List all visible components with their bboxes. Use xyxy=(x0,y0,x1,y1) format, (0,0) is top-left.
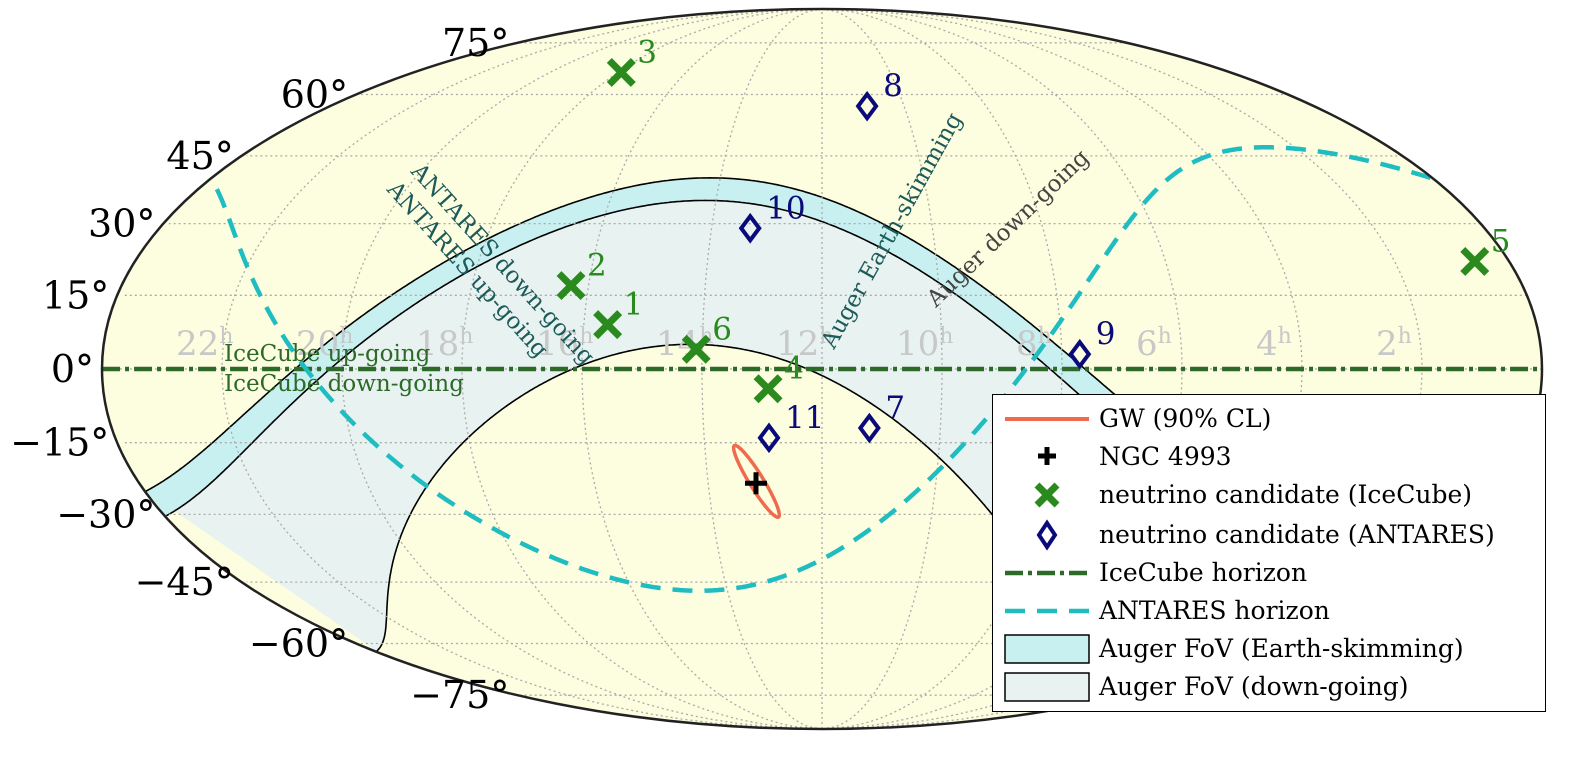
icecube-candidate-3 xyxy=(606,57,636,87)
legend-handle-antares xyxy=(1036,519,1058,551)
icecube-candidate-label: 2 xyxy=(587,248,607,284)
antares-candidate-label: 10 xyxy=(766,190,805,226)
dec-tick-label: −60° xyxy=(249,621,348,665)
dec-tick-label: 60° xyxy=(281,73,348,117)
legend-label-icecube: neutrino candidate (IceCube) xyxy=(1099,480,1472,509)
sky-border xyxy=(100,7,1544,731)
antares-candidate-9 xyxy=(1068,338,1092,370)
dec-tick-label: −45° xyxy=(135,560,234,604)
legend-handle-auger-es xyxy=(1004,634,1090,664)
markers-layer: 12 3 4 5 6 7 8 9 10 11 xyxy=(556,34,1511,520)
antares-candidate-10 xyxy=(738,212,762,244)
antares-candidate-label: 7 xyxy=(885,390,905,426)
antares-horizon xyxy=(209,145,1432,593)
ra-gridline xyxy=(581,9,823,729)
ra-gridline xyxy=(821,9,1063,729)
legend-handle-ngc xyxy=(1038,447,1056,465)
icecube-candidate-label: 5 xyxy=(1491,223,1511,259)
dec-tick-label: −30° xyxy=(56,492,155,536)
legend-label-auger-es: Auger FoV (Earth-skimming) xyxy=(1098,634,1464,663)
icecube-candidate-4 xyxy=(753,374,783,404)
legend-label-antares: neutrino candidate (ANTARES) xyxy=(1099,520,1495,549)
dec-tick-labels: 75° 60° 45°30° 15° 0° −15° −30° −45° −60° −75° xyxy=(10,21,509,717)
icecube-candidate-label: 1 xyxy=(624,287,644,323)
legend-handle-auger-dg xyxy=(1004,672,1090,702)
legend-label-icecube-horizon: IceCube horizon xyxy=(1099,558,1307,587)
icecube-candidate-2 xyxy=(556,271,586,301)
dec-tick-label: 75° xyxy=(442,21,509,65)
dec-tick-label: 15° xyxy=(42,273,109,317)
dec-tick-label: −75° xyxy=(410,673,509,717)
dec-tick-label: 45° xyxy=(166,134,233,178)
legend: GW (90% CL) NGC 4993 neutrino candidate … xyxy=(992,394,1546,712)
icecube-up-label: IceCube up-going xyxy=(224,341,431,367)
antares-candidate-label: 9 xyxy=(1096,316,1116,352)
antares-candidate-label: 8 xyxy=(883,68,903,104)
antares-candidate-7 xyxy=(857,412,881,444)
icecube-candidate-5 xyxy=(1460,246,1490,276)
ngc4993-marker xyxy=(744,472,767,495)
legend-handle-icecube xyxy=(1034,482,1060,508)
antares-candidate-8 xyxy=(855,90,879,122)
legend-label-antares-horizon: ANTARES horizon xyxy=(1098,596,1330,625)
dec-tick-label: −15° xyxy=(10,421,109,465)
horizon-lines xyxy=(102,145,1542,593)
antares-candidate-11 xyxy=(757,422,781,454)
icecube-candidate-1 xyxy=(593,310,623,340)
dec-tick-label: 30° xyxy=(88,202,155,246)
antares-candidate-label: 11 xyxy=(785,400,824,436)
ra-gridline xyxy=(341,9,823,729)
dec-tick-label: 0° xyxy=(51,347,94,391)
legend-label-ngc: NGC 4993 xyxy=(1099,442,1232,471)
legend-label-gw: GW (90% CL) xyxy=(1099,404,1271,433)
icecube-down-label: IceCube down-going xyxy=(224,371,464,397)
icecube-candidate-label: 6 xyxy=(712,311,732,347)
legend-label-auger-dg: Auger FoV (down-going) xyxy=(1098,672,1409,701)
icecube-candidate-label: 3 xyxy=(637,34,657,70)
icecube-candidate-6 xyxy=(681,334,711,364)
icecube-candidate-label: 4 xyxy=(784,351,804,387)
